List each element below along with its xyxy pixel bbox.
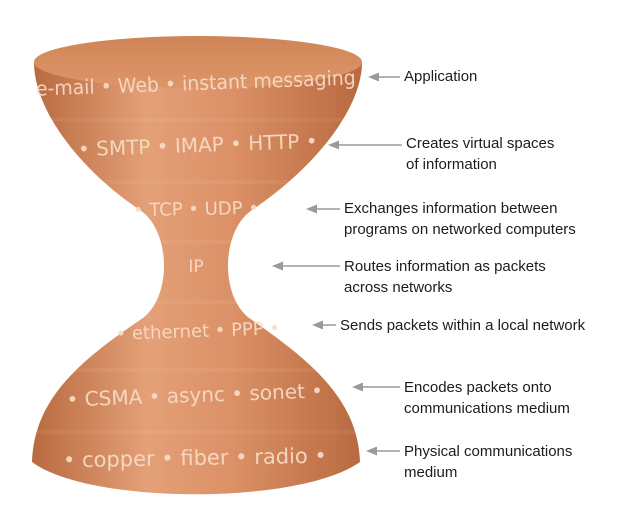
layer-description-5: Sends packets within a local network	[340, 317, 586, 334]
arrow-icon	[366, 444, 400, 458]
arrow-icon	[328, 138, 402, 152]
protocol-label-layer-7: • copper • fiber • radio •	[63, 444, 327, 473]
layer-description-1: Application	[404, 68, 478, 85]
arrow-icon	[368, 70, 400, 84]
layer-band-4	[32, 300, 362, 304]
layer-description-4: Routes information as packets across net…	[344, 258, 546, 296]
layer-band-2	[32, 180, 362, 184]
layer-band-5	[32, 368, 362, 372]
arrow-icon	[272, 259, 340, 273]
layer-description-7: Physical communications medium	[404, 443, 573, 481]
arrow-icon	[352, 380, 400, 394]
layer-description-3: Exchanges information between programs o…	[344, 200, 576, 238]
layer-band-1	[32, 118, 362, 122]
arrow-icon	[312, 318, 336, 332]
arrow-icon	[306, 202, 340, 216]
hourglass-body	[32, 62, 362, 495]
layer-bands	[32, 118, 362, 434]
layer-description-2: Creates virtual spaces of information	[406, 135, 555, 173]
protocol-label-layer-3: • TCP • UDP •	[133, 198, 259, 221]
layer-description-6: Encodes packets onto communications medi…	[404, 379, 570, 417]
layer-band-3	[32, 240, 362, 244]
layer-band-6	[32, 430, 362, 434]
hourglass-top	[34, 36, 362, 88]
protocol-label-layer-4: IP	[188, 257, 203, 277]
